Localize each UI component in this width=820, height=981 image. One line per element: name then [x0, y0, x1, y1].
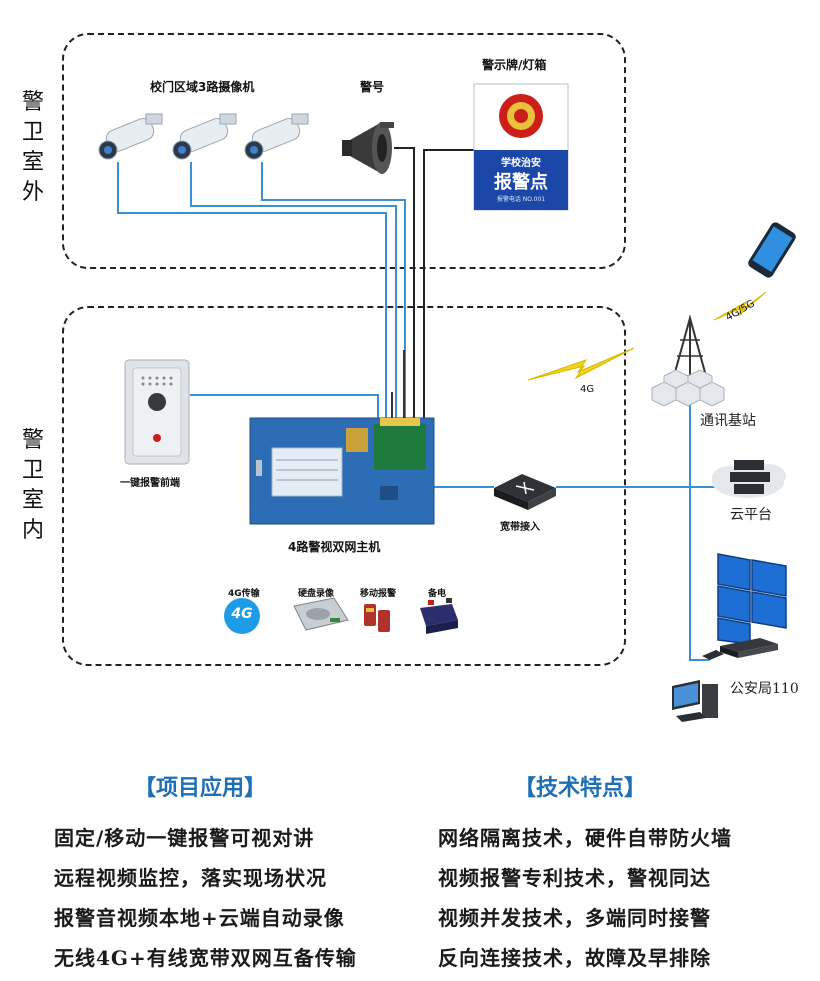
- feat-hdd-label: 硬盘录像: [298, 589, 335, 599]
- dvr-icon: [720, 638, 778, 658]
- right-item-4: 反向连接技术，故障及早排除: [438, 946, 711, 970]
- sign-text-line1: 学校治安: [501, 158, 541, 169]
- hard-disk-icon: [293, 597, 349, 631]
- left-item-2: 远程视频监控，落实现场状况: [54, 866, 327, 890]
- 4g-transmission-icon: [224, 598, 260, 634]
- base-station-label: 通讯基站: [700, 413, 756, 429]
- right-item-2: 视频报警专利技术，警视同达: [438, 866, 711, 890]
- battery-icon: [420, 598, 458, 634]
- broadband-label: 宽带接入: [500, 522, 540, 533]
- police-computer-icon: [672, 650, 724, 722]
- outside-zone: [62, 33, 626, 269]
- outside-zone-label: 警卫室外: [21, 90, 44, 205]
- host-label: 4路警视双网主机: [288, 540, 381, 554]
- sign-label: 警示牌/灯箱: [482, 58, 547, 72]
- cloud-platform-icon: [712, 460, 786, 498]
- mobile-alarm-icon: [364, 604, 390, 632]
- mobile-net-signal: [713, 291, 767, 321]
- camera-icons: [98, 113, 309, 160]
- base-station-icon: [651, 314, 725, 407]
- wireless-4g-label: 4G: [580, 384, 595, 395]
- siren-label: 警号: [360, 80, 385, 94]
- siren-icon: [342, 122, 394, 174]
- router-icon: [494, 474, 556, 510]
- left-item-3: 报警音视频本地+云端自动录像: [54, 906, 345, 930]
- video-wall-icon: [717, 553, 787, 645]
- right-item-3: 视频并发技术，多端同时接警: [438, 906, 711, 930]
- alarm-cables: [394, 147, 476, 418]
- panic-button-label: 一键报警前端: [120, 478, 180, 489]
- cameras-label: 校门区域3路摄像机: [150, 80, 255, 94]
- left-item-4: 无线4G+有线宽带双网互备传输: [54, 946, 357, 970]
- inside-zone-label: 警卫室内: [21, 428, 44, 543]
- panic-cable: [190, 394, 379, 420]
- right-item-1: 网络隔离技术，硬件自带防火墙: [438, 826, 732, 850]
- wireless-4g-signal: [527, 347, 635, 381]
- cloud-label: 云平台: [730, 507, 772, 523]
- panic-button-icon: [124, 359, 190, 465]
- feat-4g-label: 4G传输: [228, 589, 260, 599]
- feat-mobile-label: 移动报警: [360, 589, 397, 599]
- left-item-1: 固定/移动一键报警可视对讲: [54, 826, 315, 850]
- sign-text-line2: 报警点: [494, 172, 548, 193]
- left-section-title: 【项目应用】: [134, 776, 267, 801]
- network-cables: [434, 395, 726, 661]
- police-label: 公安局110: [730, 681, 799, 697]
- camera-cables: [117, 162, 406, 418]
- feat-battery-label: 备电: [428, 589, 447, 599]
- 4g-icon-text: 4G: [231, 606, 253, 622]
- right-section-title: 【技术特点】: [514, 776, 647, 801]
- warning-sign-icon: [473, 83, 569, 211]
- host-box-icon: [249, 350, 435, 525]
- smartphone-icon: [748, 222, 796, 278]
- sign-text-line3: 报警电话 NO.001: [496, 196, 546, 203]
